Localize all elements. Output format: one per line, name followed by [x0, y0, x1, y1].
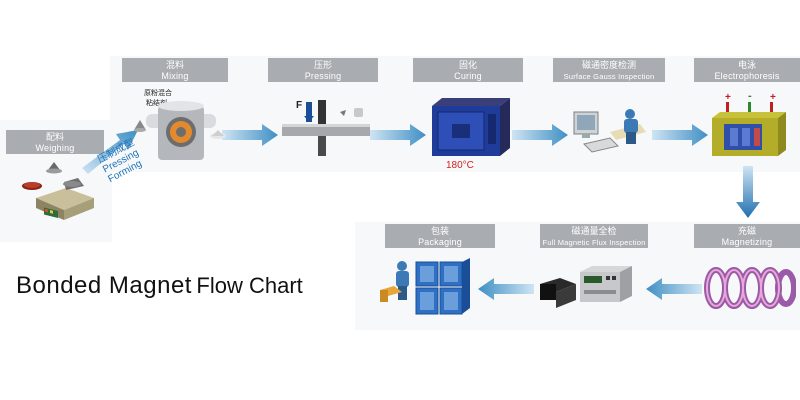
- chart-title-word-1: Bonded Magnet: [16, 272, 192, 299]
- electrode-plus-2: +: [770, 92, 776, 103]
- arrow-pressing-to-curing: [370, 124, 426, 146]
- step-cn-flux-inspection: 磁通量全检: [571, 226, 617, 236]
- arrow-flux-to-packaging: [478, 278, 534, 300]
- inspection-computer-illustration: [573, 109, 646, 153]
- chart-title-word-2: Flow Chart: [196, 273, 303, 298]
- step-label-surface-gauss: 磁通密度检测 Surface Gauss Inspection: [553, 58, 665, 82]
- step-en-packaging: Packaging: [418, 237, 462, 247]
- flux-meter-illustration: [540, 266, 632, 308]
- step-en-mixing: Mixing: [161, 71, 189, 81]
- step-label-electrophoresis: 电泳 Electrophoresis: [694, 58, 800, 82]
- curing-oven-illustration: [432, 98, 510, 156]
- step-en-flux-inspection: Full Magnetic Flux Inspection: [542, 238, 646, 247]
- electrode-plus-1: +: [725, 92, 731, 103]
- arrow-magnetizing-to-flux: [646, 278, 702, 300]
- arrow-electrophoresis-to-magnetizing: [736, 166, 760, 218]
- step-en-curing: Curing: [454, 71, 482, 81]
- arrow-weighing-to-mixing: [82, 130, 138, 174]
- step-cn-surface-gauss: 磁通密度检测: [581, 60, 636, 70]
- magnetizing-coil-illustration: [704, 267, 796, 309]
- step-en-weighing: Weighing: [35, 143, 75, 153]
- step-cn-curing: 固化: [458, 60, 477, 70]
- curing-temperature: 180°C: [446, 160, 474, 171]
- step-cn-mixing: 混料: [165, 60, 184, 70]
- mixing-note-2: 粘结剂: [146, 100, 167, 107]
- electrode-minus: -: [748, 90, 752, 102]
- arrow-curing-to-inspection: [512, 124, 568, 146]
- step-cn-pressing: 压形: [313, 60, 332, 70]
- step-cn-weighing: 配料: [45, 132, 64, 142]
- step-en-electrophoresis: Electrophoresis: [714, 71, 780, 81]
- step-cn-electrophoresis: 电泳: [737, 60, 756, 70]
- arrow-mixing-to-pressing: [222, 124, 278, 146]
- step-en-magnetizing: Magnetizing: [721, 237, 773, 247]
- step-label-magnetizing: 充磁 Magnetizing: [694, 224, 800, 248]
- weighing-scale-illustration: [22, 162, 94, 220]
- press-machine-illustration: [282, 100, 370, 156]
- step-label-packaging: 包装 Packaging: [385, 224, 495, 248]
- electrophoresis-tank-illustration: [712, 102, 786, 156]
- mixing-note-1: 原粉混合: [144, 90, 172, 97]
- step-label-weighing: 配料 Weighing: [6, 130, 104, 154]
- step-cn-packaging: 包装: [430, 226, 449, 236]
- step-cn-magnetizing: 充磁: [737, 226, 756, 236]
- step-label-pressing: 压形 Pressing: [268, 58, 378, 82]
- packaging-boxes-illustration: [380, 258, 470, 315]
- step-en-surface-gauss: Surface Gauss Inspection: [563, 72, 655, 81]
- step-en-pressing: Pressing: [304, 71, 342, 81]
- step-label-flux-inspection: 磁通量全检 Full Magnetic Flux Inspection: [540, 224, 648, 248]
- step-label-mixing: 混料 Mixing: [122, 58, 228, 82]
- mixing-machine-illustration: [134, 101, 226, 160]
- press-force-label: F: [296, 100, 303, 111]
- step-label-curing: 固化 Curing: [413, 58, 523, 82]
- arrow-inspection-to-electrophoresis: [652, 124, 708, 146]
- chart-title: Bonded Magnet Flow Chart: [16, 272, 303, 300]
